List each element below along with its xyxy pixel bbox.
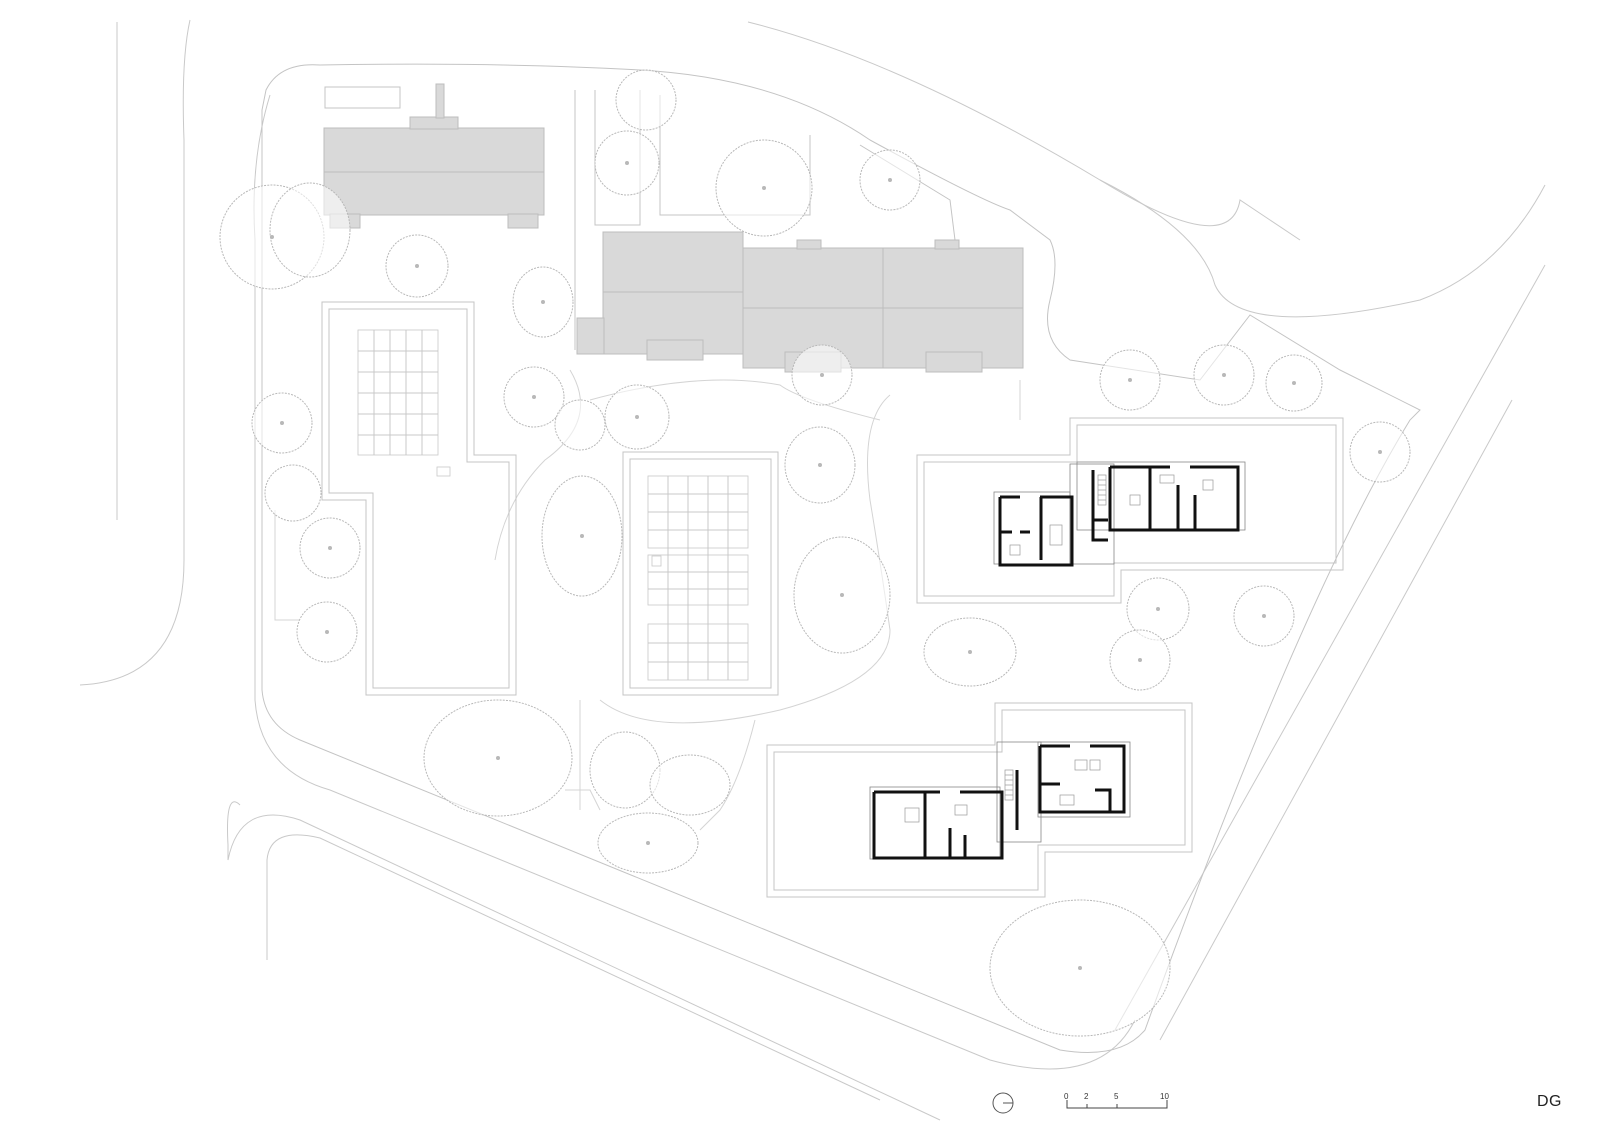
roof-panels-centre [647, 475, 749, 681]
scale-tick-10: 10 [1160, 1092, 1169, 1101]
roof-panels-west [357, 329, 451, 477]
trees [219, 69, 1411, 1037]
floor-plan-house-east [993, 461, 1246, 567]
scale-tick-0: 0 [1064, 1092, 1069, 1101]
scale-tick-5: 5 [1114, 1092, 1119, 1101]
floor-plan-house-south [869, 741, 1131, 860]
scale-tick-2: 2 [1084, 1092, 1089, 1101]
north-arrow-icon [992, 1092, 1014, 1114]
sheet-code-label: DG [1537, 1093, 1562, 1110]
streets [79, 19, 1546, 1121]
building-centre-outline [622, 451, 779, 696]
plot-outlines-new-houses [766, 417, 1344, 898]
existing-buildings [323, 83, 1024, 373]
scale-bar-graphic [1066, 1100, 1168, 1109]
building-west-outline [321, 301, 517, 696]
